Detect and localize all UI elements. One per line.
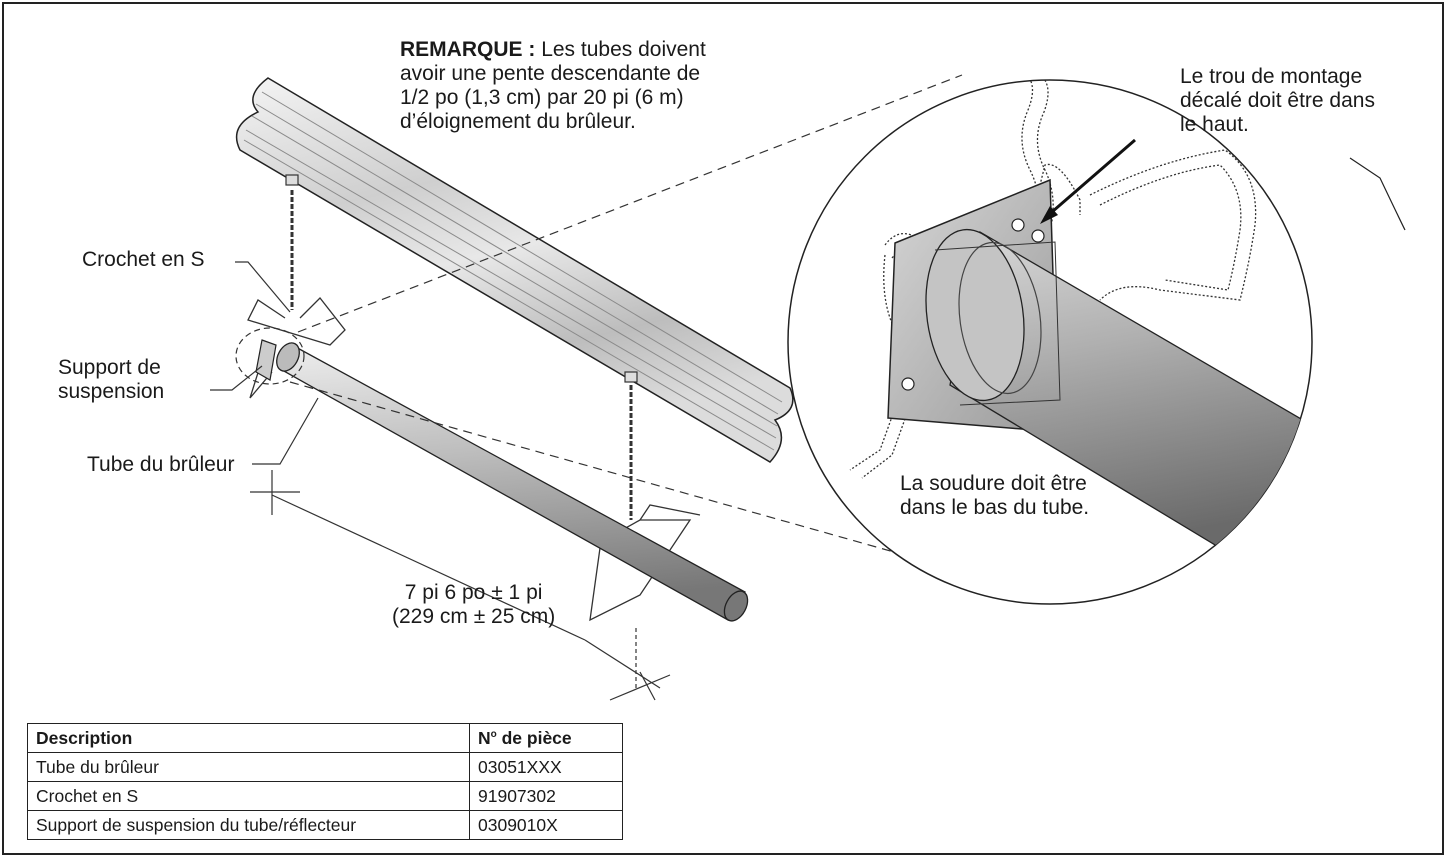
magnifier-lines bbox=[289, 74, 963, 571]
hole-line2: décalé doit être dans bbox=[1180, 89, 1375, 112]
header-part-rest: de pièce bbox=[496, 727, 572, 748]
dimension-lines bbox=[250, 470, 671, 701]
header-part-n: N bbox=[478, 727, 491, 748]
note-line4: d’éloignement du brûleur. bbox=[400, 110, 636, 133]
suspension-support-label: Support de suspension bbox=[58, 356, 164, 404]
note-line2: avoir une pente descendante de bbox=[400, 62, 701, 85]
dimension-label: 7 pi 6 po ± 1 pi (229 cm ± 25 cm) bbox=[392, 581, 555, 629]
reflector bbox=[235, 77, 794, 463]
note-line3: 1/2 po (1,3 cm) par 20 pi (6 m) bbox=[400, 86, 684, 109]
hole-line3: le haut. bbox=[1180, 113, 1249, 136]
table-row: Support de suspension du tube/réflecteur… bbox=[27, 810, 623, 840]
note-line1: Les tubes doivent bbox=[541, 38, 706, 61]
support-line1: Support de bbox=[58, 356, 161, 379]
parts-table: Description No de pièce Tube du brûleur … bbox=[27, 723, 623, 840]
weld-line1: La soudure doit être bbox=[900, 472, 1087, 495]
hole-line1: Le trou de montage bbox=[1180, 65, 1363, 88]
burner-tube bbox=[255, 339, 749, 622]
s-hook-label: Crochet en S bbox=[82, 248, 205, 271]
leader-lines bbox=[210, 261, 319, 465]
dim-line2: (229 cm ± 25 cm) bbox=[392, 605, 556, 628]
chain-left bbox=[285, 174, 299, 310]
row-part-number: 91907302 bbox=[469, 781, 623, 811]
row-part-number: 03051XXX bbox=[469, 752, 623, 782]
row-part-number: 0309010X bbox=[469, 810, 623, 840]
header-part-o: o bbox=[490, 728, 497, 740]
table-row: Tube du brûleur 03051XXX bbox=[27, 752, 623, 782]
burner-tube-label: Tube du brûleur bbox=[87, 453, 235, 476]
header-part-number: No de pièce bbox=[469, 723, 623, 753]
row-description: Support de suspension du tube/réflecteur bbox=[27, 810, 470, 840]
detail-circle bbox=[787, 79, 1406, 605]
mounting-hole-label: Le trou de montage décalé doit être dans… bbox=[1180, 65, 1375, 137]
table-row: Crochet en S 91907302 bbox=[27, 781, 623, 811]
header-description: Description bbox=[27, 723, 470, 753]
dim-line1: 7 pi 6 po ± 1 pi bbox=[404, 581, 543, 604]
detail-callout bbox=[235, 327, 305, 385]
support-line2: suspension bbox=[58, 380, 165, 403]
note-bold: REMARQUE : bbox=[400, 38, 536, 61]
slope-note: REMARQUE : Les tubes doivent avoir une p… bbox=[400, 38, 820, 134]
weld-label: La soudure doit être dans le bas du tube… bbox=[900, 472, 1089, 520]
row-description: Tube du brûleur bbox=[27, 752, 470, 782]
row-description: Crochet en S bbox=[27, 781, 470, 811]
weld-line2: dans le bas du tube. bbox=[900, 496, 1090, 519]
table-header-row: Description No de pièce bbox=[27, 723, 623, 753]
chain-right bbox=[624, 371, 638, 520]
